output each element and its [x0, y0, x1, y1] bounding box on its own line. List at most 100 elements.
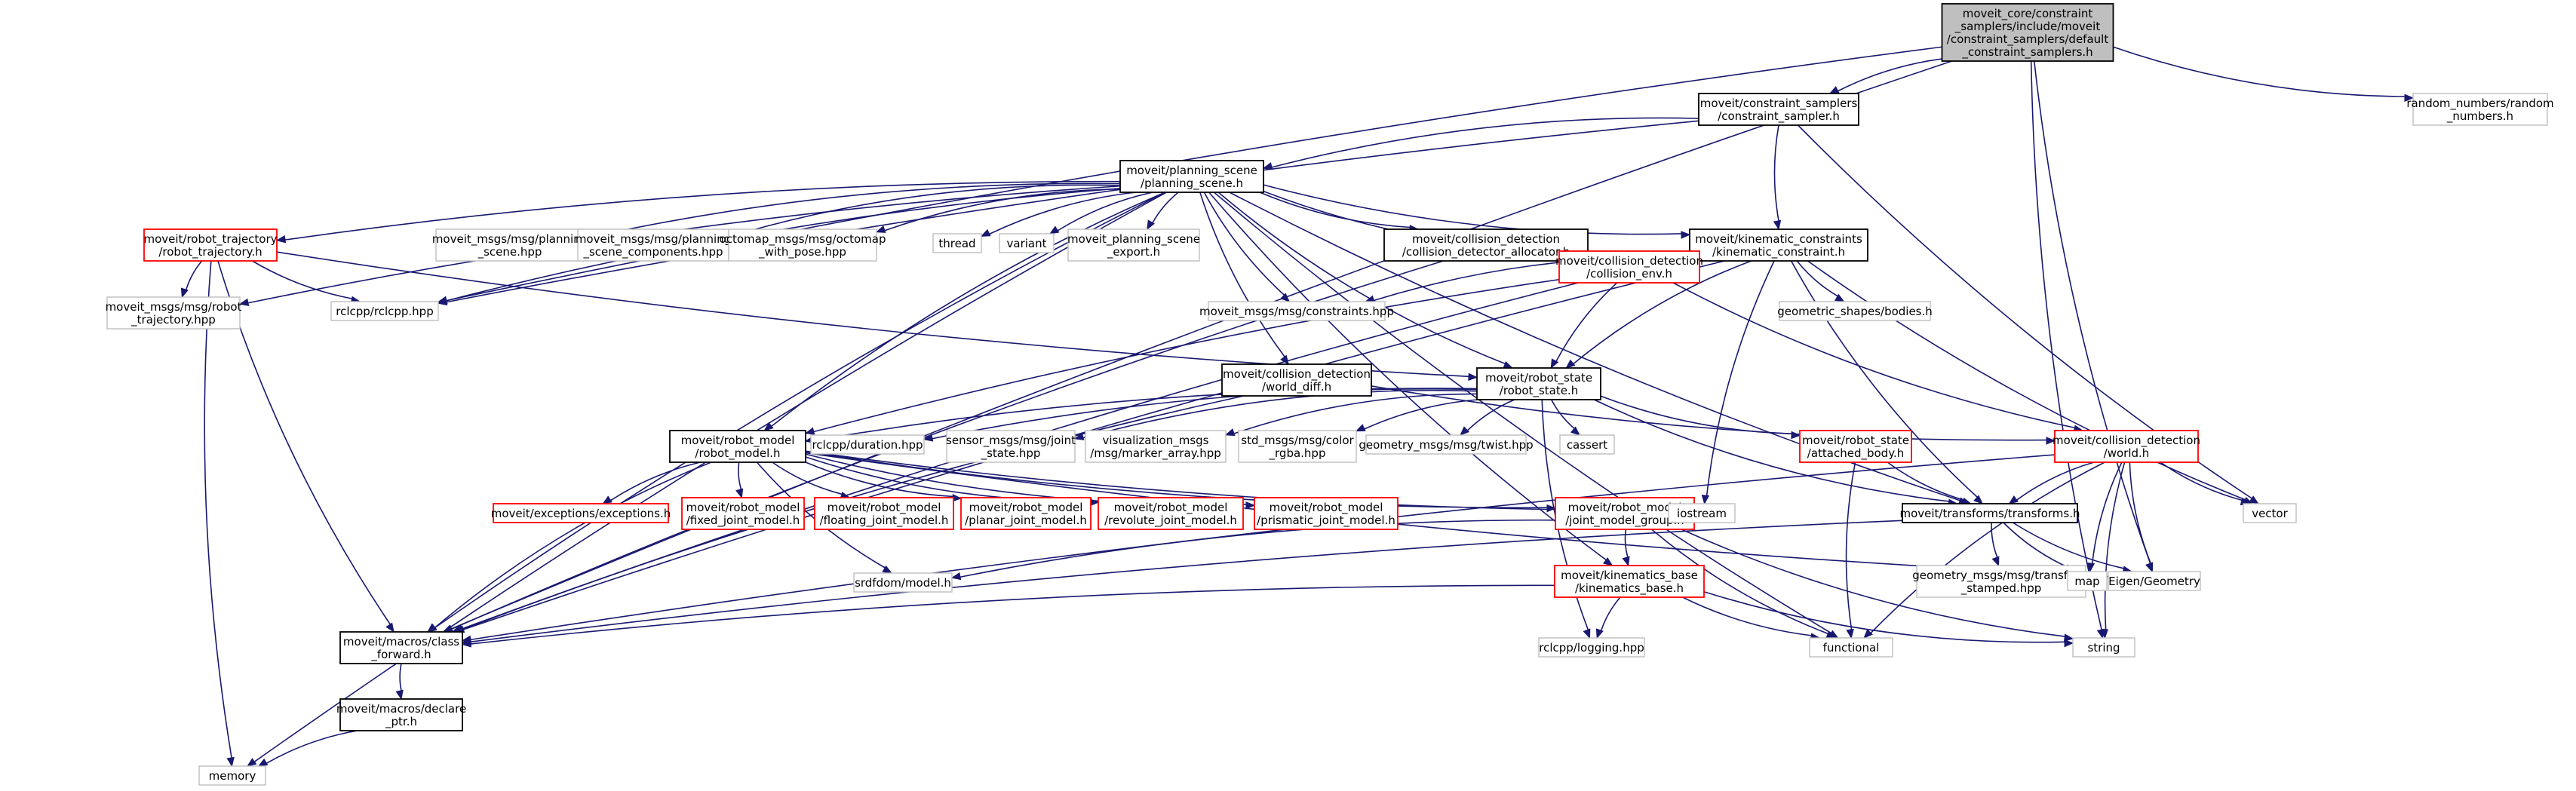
node-label: _ptr.h: [385, 715, 417, 729]
node-joint-model-group[interactable]: moveit/robot_model/joint_model_group.h: [1555, 497, 1695, 530]
edge-planning-scene-to-functional: [1213, 192, 1831, 634]
node-label: moveit/planning_scene: [1126, 164, 1257, 178]
node-msg-planning-scene: moveit_msgs/msg/planning_scene.hpp: [432, 228, 588, 262]
edge-joint-model-group-to-string: [1681, 529, 2065, 637]
node-robot-state[interactable]: moveit/robot_state/robot_state.h: [1476, 367, 1601, 400]
edge-arrowhead: [180, 287, 189, 299]
edge-arrowhead: [2145, 562, 2154, 573]
node-robot-model[interactable]: moveit/robot_model/robot_model.h: [669, 430, 806, 463]
edge-class-forward-to-declare-ptr: [399, 663, 402, 691]
node-world[interactable]: moveit/collision_detection/world.h: [2053, 430, 2200, 463]
node-box: [1916, 565, 2086, 598]
node-cs-sampler[interactable]: moveit/constraint_samplers/constraint_sa…: [1698, 93, 1859, 126]
node-string: string: [2072, 637, 2135, 658]
edge-arrowhead: [1147, 219, 1155, 231]
edge-world-to-class-forward: [470, 454, 2056, 641]
node-floating-joint[interactable]: moveit/robot_model/floating_joint_model.…: [814, 497, 954, 530]
edge-arrowhead: [1460, 426, 1470, 436]
edge-robot-model-to-iostream: [805, 450, 1661, 511]
node-class-forward[interactable]: moveit/macros/class_forward.h: [339, 631, 463, 664]
node-label: /planning_scene.h: [1141, 176, 1243, 191]
node-label: moveit/robot_model: [686, 501, 800, 515]
edge-planning-scene-to-kinematics-base: [1208, 192, 1607, 561]
edge-world-to-string: [2104, 461, 2126, 630]
node-declare-ptr[interactable]: moveit/macros/declare_ptr.h: [336, 698, 466, 731]
node-label: moveit/constraint_samplers: [1700, 97, 1858, 111]
edge-arrowhead: [1245, 501, 1256, 510]
edge-world-to-eigen: [2129, 461, 2151, 564]
node-variant: variant: [999, 233, 1055, 253]
node-eigen: Eigen/Geometry: [2108, 571, 2201, 591]
node-label: moveit/kinematics_base: [1561, 569, 1698, 583]
edge-arrowhead: [1355, 424, 1366, 432]
node-planning-scene[interactable]: moveit/planning_scene/planning_scene.h: [1119, 160, 1264, 193]
edge-world-diff-to-world: [1371, 385, 2047, 441]
node-box: [143, 228, 278, 262]
node-cassert: cassert: [1559, 434, 1615, 455]
node-revolute-joint[interactable]: moveit/robot_model/revolute_joint_model.…: [1098, 497, 1244, 530]
edge-planning-scene-to-ps-export: [1152, 192, 1179, 223]
node-vis-msgs: visualization_msgs/msg/marker_array.hpp: [1085, 430, 1227, 463]
node-attached-body[interactable]: moveit/robot_state/attached_body.h: [1799, 430, 1912, 463]
edge-arrowhead: [2063, 633, 2074, 642]
node-label: moveit/robot_model: [681, 434, 795, 448]
node-box: [681, 497, 805, 530]
node-label: sensor_msgs/msg/joint: [946, 434, 1076, 448]
edge-arrowhead: [1073, 432, 1085, 440]
node-label: geometric_shapes/bodies.h: [1777, 305, 1933, 319]
node-world-diff[interactable]: moveit/collision_detection/world_diff.h: [1221, 363, 1372, 397]
node-label: /collision_env.h: [1586, 267, 1672, 281]
node-label: /collision_detector_allocator.h: [1402, 245, 1570, 259]
edge-arrowhead: [1503, 360, 1514, 369]
node-label: map: [2074, 575, 2099, 588]
node-planar-joint[interactable]: moveit/robot_model/planar_joint_model.h: [960, 497, 1091, 530]
node-label: variant: [1007, 237, 1047, 250]
node-label: /kinematic_constraint.h: [1712, 245, 1845, 259]
edge-planning-scene-to-robot-model: [771, 192, 1166, 428]
node-prismatic-joint[interactable]: moveit/robot_model/prismatic_joint_model…: [1254, 497, 1399, 530]
node-kinematics-base[interactable]: moveit/kinematics_base/kinematics_base.h: [1554, 565, 1705, 598]
node-box: [1809, 637, 1893, 658]
node-label: moveit/macros/declare: [336, 702, 466, 716]
edge-arrowhead: [602, 495, 613, 504]
edge-arrowhead: [804, 427, 815, 435]
node-label: geometry_msgs/msg/twist.hpp: [1359, 438, 1533, 452]
node-fixed-joint[interactable]: moveit/robot_model/fixed_joint_model.h: [681, 497, 805, 530]
node-collision-env[interactable]: moveit/collision_detection/collision_env…: [1555, 250, 1703, 284]
edge-arrowhead: [1701, 494, 1710, 505]
edge-cs-sampler-to-kinematic-constraint: [1773, 124, 1779, 222]
edge-cs-sampler-to-rclcpp: [446, 120, 1699, 303]
node-rclcpp: rclcpp/rclcpp.hpp: [330, 301, 439, 321]
node-label: /fixed_joint_model.h: [686, 514, 800, 528]
node-label: moveit/robot_model: [1568, 501, 1682, 515]
edge-kinematic-constraint-to-transforms: [1790, 260, 1978, 498]
edge-robot-model-to-exceptions: [610, 461, 701, 501]
node-box: [339, 698, 463, 731]
node-transforms[interactable]: moveit/transforms/transforms.h: [1899, 503, 2080, 523]
node-box: [1779, 301, 1931, 321]
edge-joint-model-group-to-functional: [1650, 529, 1828, 635]
node-label: /msg/marker_array.hpp: [1090, 446, 1221, 461]
edge-arrowhead: [2086, 562, 2095, 573]
node-root[interactable]: moveit_core/constraint_samplers/include/…: [1941, 3, 2114, 62]
edge-arrowhead: [1262, 162, 1273, 170]
node-box: [2054, 430, 2199, 463]
node-exceptions[interactable]: moveit/exceptions/exceptions.h: [491, 503, 671, 523]
edge-kinematic-constraint-to-iostream: [1706, 260, 1775, 496]
node-kinematic-constraint[interactable]: moveit/kinematic_constraints/kinematic_c…: [1689, 228, 1868, 262]
edge-arrowhead: [1570, 426, 1581, 436]
edge-robot-model-to-planar-joint: [805, 461, 953, 498]
edge-arrowhead: [1828, 86, 1840, 94]
node-box: [339, 631, 463, 664]
edge-arrowhead: [246, 758, 257, 767]
node-label: _scene.hpp: [477, 245, 542, 259]
node-cd-allocator[interactable]: moveit/collision_detection/collision_det…: [1383, 228, 1589, 262]
edge-arrowhead: [1224, 428, 1236, 437]
node-box: [2067, 571, 2108, 591]
edge-arrowhead: [238, 298, 250, 307]
node-label: moveit/robot_model: [969, 501, 1083, 515]
edge-arrowhead: [875, 225, 886, 233]
node-iostream: iostream: [1668, 503, 1736, 523]
node-robot-trajectory[interactable]: moveit/robot_trajectory/robot_trajectory…: [143, 228, 278, 262]
